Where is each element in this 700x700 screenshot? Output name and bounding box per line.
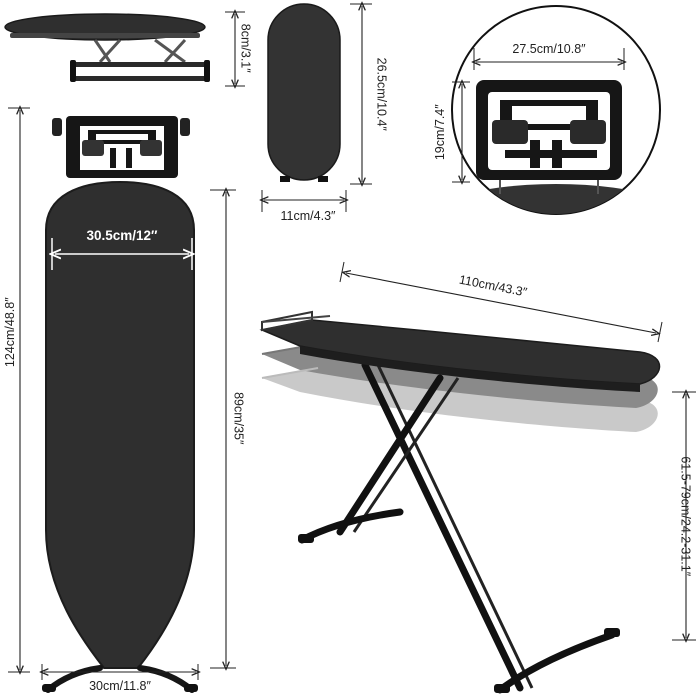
board-length-label: 124cm/48.8″ (2, 297, 17, 368)
leg-height-label: 89cm/35″ (231, 392, 246, 445)
mini-board-length-label: 26.5cm/10.4″ (374, 57, 389, 131)
board-width-label: 30.5cm/12″ (86, 228, 158, 243)
base-width-label: 30cm/11.8″ (89, 679, 151, 693)
ironing-board-perspective-view (259, 310, 661, 694)
mini-board-side-view (4, 13, 210, 82)
mini-board-height-label: 8cm/3.1″ (238, 23, 253, 73)
iron-rest-height-label: 19cm/7.4″ (432, 104, 447, 161)
mini-board-top-view (267, 3, 341, 182)
iron-rest-width-label: 27.5cm/10.8″ (512, 42, 586, 56)
ironing-board-top-view (42, 116, 198, 693)
table-height-label: 61.5-79cm/24.2-31.1″ (678, 456, 693, 577)
mini-board-width-label: 11cm/4.3″ (280, 209, 336, 223)
